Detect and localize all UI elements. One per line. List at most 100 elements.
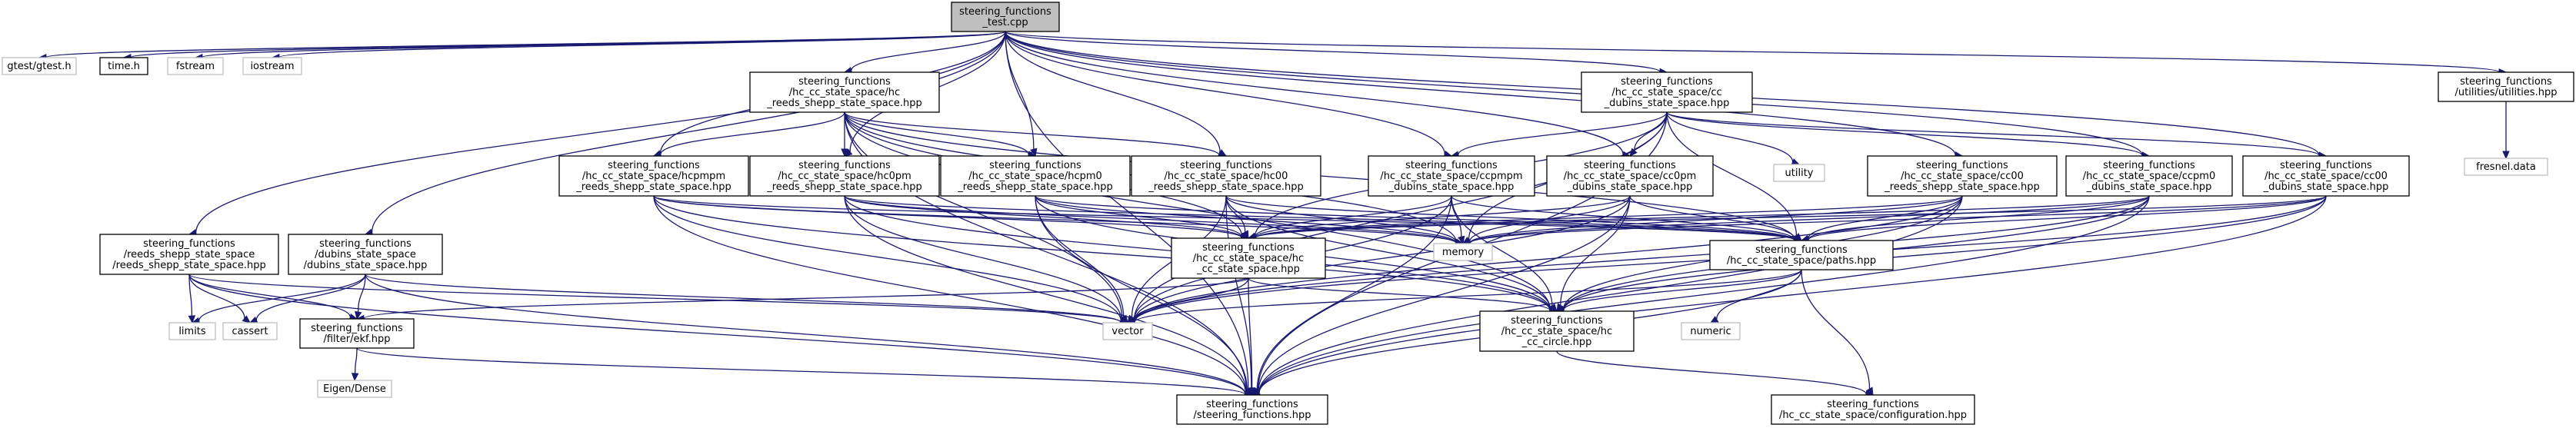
- edge-cc_dubins-to-ccpm0_dub: [1666, 111, 2151, 159]
- node-cc0pm_dub[interactable]: steering_functions/hc_cc_state_space/cc0…: [1546, 155, 1714, 197]
- edge-root-to-ccpm0_dub: [1005, 31, 2151, 159]
- node-rs_ss[interactable]: steering_functions/reeds_shepp_state_spa…: [99, 234, 279, 275]
- node-box: [299, 318, 415, 349]
- node-root[interactable]: steering_functions_test.cpp: [951, 2, 1060, 32]
- node-label-line: /hc_cc_state_space/ccpmpm: [1380, 171, 1522, 182]
- edge-ccpmpm_dub-to-memory: [1451, 195, 1465, 245]
- node-label-line: steering_functions: [959, 6, 1051, 18]
- node-utilities[interactable]: steering_functions/utilities/utilities.h…: [2438, 71, 2574, 102]
- node-label-line: steering_functions: [2103, 160, 2195, 171]
- node-iostream: iostream: [242, 57, 302, 75]
- node-box: [222, 322, 278, 340]
- edge-line: [1005, 31, 1661, 73]
- edge-arrowhead: [351, 373, 359, 382]
- edge-line: [844, 195, 1795, 241]
- node-label-line: _test.cpp: [981, 17, 1028, 28]
- node-label-line: /dubins_state_space: [315, 249, 416, 260]
- node-label-line: _reeds_shepp_state_space.hpp: [766, 98, 922, 109]
- edge-root-to-fstream: [194, 31, 1006, 61]
- edge-hc_rs-to-hcpmpm_rs: [652, 111, 845, 158]
- edge-ccpm0_dub-to-hc_cc_ss: [1247, 195, 2150, 242]
- edge-utilities-to-fresnel: [2502, 101, 2510, 160]
- node-label-line: steering_functions: [608, 160, 700, 171]
- node-hc00_rs[interactable]: steering_functions/hc_cc_state_space/hc0…: [1131, 155, 1321, 197]
- edge-line: [1666, 111, 1794, 162]
- node-ccpmpm_dub[interactable]: steering_functions/hc_cc_state_space/ccp…: [1368, 155, 1535, 197]
- node-label-line: /hc_cc_state_space/hc00: [1165, 171, 1288, 182]
- node-circle[interactable]: steering_functions/hc_cc_state_space/hc_…: [1479, 310, 1635, 352]
- node-hc0pm_rs[interactable]: steering_functions/hc_cc_state_space/hc0…: [749, 155, 940, 197]
- edge-circle-to-config: [1556, 350, 1875, 398]
- node-box: [1773, 164, 1825, 182]
- node-box: [1581, 71, 1753, 113]
- node-box: [1433, 243, 1493, 261]
- node-label-line: steering_functions: [1180, 160, 1272, 171]
- node-label-line: steering_functions: [1511, 315, 1603, 327]
- node-cc_dubins[interactable]: steering_functions/hc_cc_state_space/cc_…: [1581, 71, 1753, 113]
- node-box: [749, 155, 940, 197]
- edge-line: [1225, 195, 1795, 241]
- node-ekf[interactable]: steering_functions/filter/ekf.hpp: [299, 318, 415, 349]
- node-box: [1709, 240, 1894, 270]
- node-hc_rs[interactable]: steering_functions/hc_cc_state_space/hc_…: [749, 71, 940, 113]
- node-gtest: gtest/gtest.h: [2, 57, 77, 75]
- node-box: [2464, 158, 2548, 176]
- node-hcpm0_rs[interactable]: steering_functions/hc_cc_state_space/hcp…: [940, 155, 1131, 197]
- node-box: [951, 2, 1060, 32]
- edge-line: [188, 274, 1121, 323]
- edge-line: [1225, 195, 1551, 310]
- node-box: [2242, 155, 2410, 197]
- edge-line: [1005, 31, 1221, 153]
- node-label-line: _dubins_state_space.hpp: [1388, 181, 1515, 193]
- node-label-line: /filter/ekf.hpp: [323, 333, 390, 345]
- edge-line: [1035, 195, 1457, 244]
- edge-line: [1808, 195, 2327, 241]
- node-hcpmpm_rs[interactable]: steering_functions/hc_cc_state_space/hcp…: [558, 155, 749, 197]
- node-label-line: _dubins_state_space.hpp: [1567, 181, 1693, 193]
- node-cc00_dub[interactable]: steering_functions/hc_cc_state_space/cc0…: [2242, 155, 2410, 197]
- node-box: [1546, 155, 1714, 197]
- edge-line: [356, 347, 1246, 396]
- node-eigen: Eigen/Dense: [317, 380, 392, 398]
- node-hc_cc_ss[interactable]: steering_functions/hc_cc_state_space/hc_…: [1171, 237, 1326, 279]
- node-cc00_rs[interactable]: steering_functions/hc_cc_state_space/cc0…: [1867, 155, 2058, 197]
- node-box: [317, 380, 392, 398]
- node-box: [1479, 310, 1635, 352]
- node-sf[interactable]: steering_functions/steering_functions.hp…: [1176, 394, 1328, 425]
- node-label-line: _dubins_state_space.hpp: [1604, 98, 1730, 109]
- node-label-line: utility: [1785, 168, 1814, 179]
- edge-line: [1563, 269, 1802, 310]
- node-config[interactable]: steering_functions/hc_cc_state_space/con…: [1771, 394, 1975, 425]
- node-timeh[interactable]: time.h: [99, 57, 148, 75]
- edge-line: [1255, 195, 1631, 238]
- node-label-line: steering_functions: [311, 323, 403, 334]
- edge-arrowhead: [1458, 235, 1465, 245]
- node-box: [558, 155, 749, 197]
- node-label-line: iostream: [250, 61, 294, 72]
- node-label-line: steering_functions: [1827, 399, 1919, 410]
- node-label-line: steering_functions: [1584, 160, 1676, 171]
- node-label-line: steering_functions: [989, 160, 1081, 171]
- node-cassert: cassert: [222, 322, 278, 340]
- edge-arrowhead: [1248, 387, 1256, 396]
- edge-line: [1556, 350, 1867, 395]
- node-box: [1368, 155, 1535, 197]
- node-label-line: /dubins_state_space.hpp: [304, 260, 428, 271]
- edge-line: [1133, 111, 1668, 320]
- edge-line: [188, 274, 245, 319]
- node-label-line: time.h: [108, 61, 140, 72]
- node-dub_ss[interactable]: steering_functions/dubins_state_space/du…: [288, 234, 443, 275]
- node-paths[interactable]: steering_functions/hc_cc_state_space/pat…: [1709, 240, 1894, 270]
- edge-line: [1258, 195, 2150, 394]
- edge-dub_ss-to-ekf: [355, 274, 366, 320]
- edge-root-to-cc00_rs: [1005, 31, 1964, 159]
- edge-line: [1634, 111, 1668, 151]
- node-label-line: steering_functions: [1405, 160, 1498, 171]
- node-box: [1102, 322, 1153, 340]
- edge-hc_cc_ss-to-circle: [1248, 277, 1558, 314]
- edge-line: [1134, 195, 1631, 321]
- edge-line: [1666, 111, 2320, 156]
- node-ccpm0_dub[interactable]: steering_functions/hc_cc_state_space/ccp…: [2065, 155, 2233, 197]
- node-label-line: Eigen/Dense: [323, 383, 386, 395]
- edge-line: [1560, 195, 1631, 306]
